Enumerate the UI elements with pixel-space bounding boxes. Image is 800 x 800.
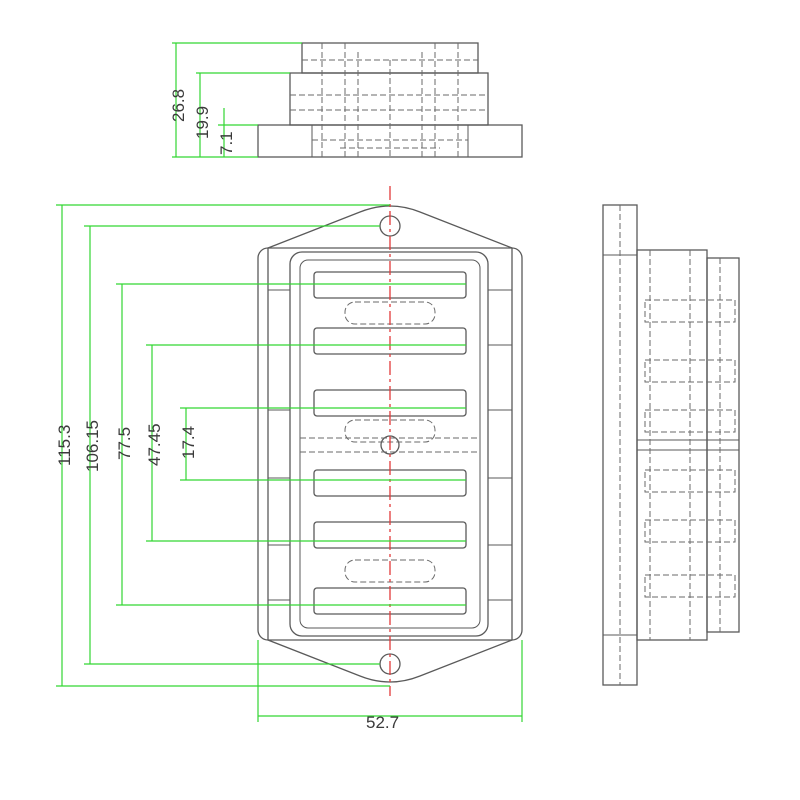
dim-hole-spacing: 106.15	[83, 420, 102, 472]
front-plan-view: 115.3 106.15 77.5 47.45 17.4 52.7	[55, 186, 523, 732]
top-view-dimensions	[172, 42, 302, 158]
top-block	[301, 42, 479, 74]
top-elevation-view: 26.8 19.9 7.1	[169, 42, 523, 158]
side-top-block	[706, 257, 740, 633]
right-side-view	[602, 204, 740, 686]
dim-middle-slot-span: 47.45	[145, 423, 164, 466]
front-view-dimensions	[56, 204, 523, 722]
dim-total-height: 26.8	[169, 89, 188, 122]
dim-middle-height: 19.9	[193, 106, 212, 139]
dim-inner-slot-span: 17.4	[179, 426, 198, 459]
dim-body-width: 52.7	[366, 713, 399, 732]
dim-base-height: 7.1	[217, 131, 236, 155]
side-body	[636, 249, 708, 641]
dim-outer-slot-span: 77.5	[115, 427, 134, 460]
inner-wall	[289, 251, 489, 637]
dim-overall-length: 115.3	[55, 425, 74, 466]
